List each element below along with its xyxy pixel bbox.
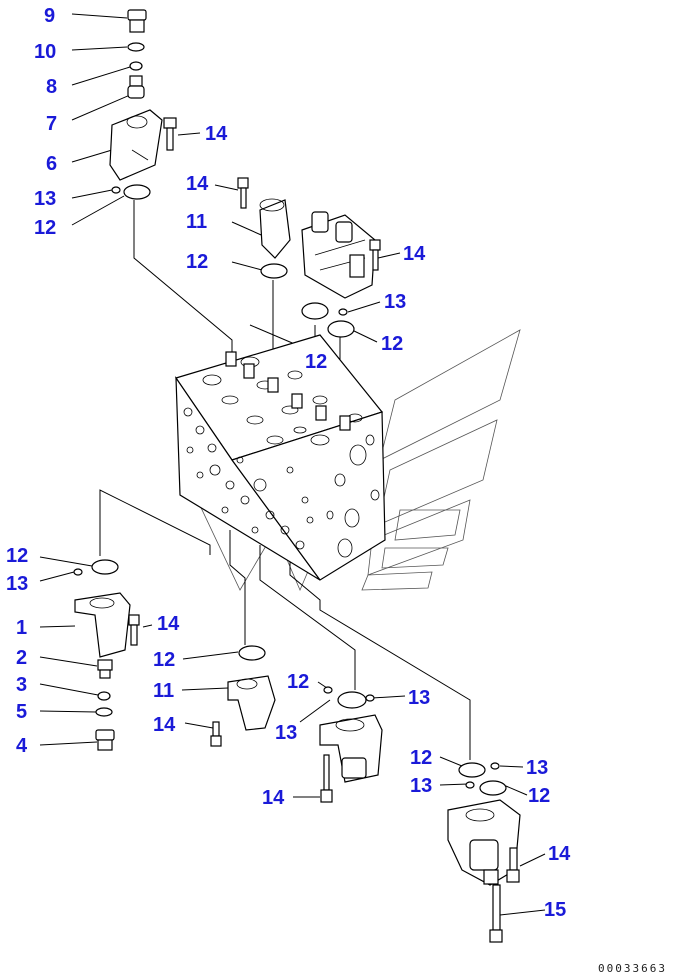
- bolt-14-left: [128, 614, 140, 646]
- bolt-14-middle: [237, 177, 249, 209]
- callout-labels: 9 10 8 7 14 6 13 12 14 11 12 14 13 12 12…: [6, 5, 571, 921]
- callout-14-bottom-right: 14: [548, 843, 571, 865]
- o-ring-13-left: [73, 568, 83, 576]
- callout-12-right-a: 12: [305, 351, 327, 373]
- plug-2: [97, 659, 113, 679]
- o-ring-12-bottom-b: [337, 691, 367, 709]
- solenoid-valve-assembly: [301, 211, 376, 299]
- o-ring-12-right-a: [301, 302, 329, 320]
- o-ring-13-bottom-a: [323, 686, 333, 694]
- callout-15: 15: [544, 899, 566, 921]
- cover-11-top: [259, 198, 291, 259]
- callout-14-left: 14: [157, 613, 180, 635]
- bolt-14-right: [369, 239, 381, 271]
- valve-7: [127, 75, 145, 99]
- callout-12-middle: 12: [186, 251, 208, 273]
- o-ring-13-bottom-b: [365, 694, 375, 702]
- o-ring-13-top: [111, 186, 121, 194]
- o-ring-12-right-b: [327, 320, 355, 338]
- o-ring-12-left: [91, 559, 119, 575]
- callout-14-middle: 14: [186, 173, 209, 195]
- callout-12-bottom-c: 12: [410, 747, 432, 769]
- callout-14-top: 14: [205, 123, 228, 145]
- ring-8: [129, 61, 143, 71]
- callout-12-top: 12: [34, 217, 56, 239]
- callout-10: 10: [34, 41, 56, 63]
- callout-9: 9: [44, 5, 55, 27]
- callout-7: 7: [46, 113, 57, 135]
- callout-1: 1: [16, 617, 27, 639]
- callout-13-top: 13: [34, 188, 56, 210]
- callout-13-right: 13: [384, 291, 406, 313]
- o-ring-10: [127, 42, 145, 52]
- callout-5: 5: [16, 701, 27, 723]
- callout-11-bottom: 11: [153, 680, 174, 702]
- pilot-valve-assembly: [447, 799, 521, 886]
- callout-11-top: 11: [186, 211, 207, 233]
- callout-8: 8: [46, 76, 57, 98]
- callout-4: 4: [16, 735, 28, 757]
- callout-12-bottom-b: 12: [287, 671, 309, 693]
- plug-4: [95, 729, 115, 751]
- callout-12-right-b: 12: [381, 333, 403, 355]
- bolt-14-bottom-middle: [320, 754, 333, 803]
- cover-1: [74, 592, 131, 658]
- bolt-14-bottom-right: [506, 847, 520, 883]
- o-ring-12-top: [123, 184, 151, 200]
- bolt-15: [489, 884, 503, 943]
- callout-2: 2: [16, 647, 27, 669]
- callout-14-bottom-left: 14: [153, 714, 176, 736]
- o-ring-5: [95, 707, 113, 717]
- control-valve-block: [175, 334, 386, 581]
- callout-3: 3: [16, 674, 27, 696]
- o-ring-13-bottom-c: [490, 762, 500, 770]
- ring-3: [97, 691, 111, 701]
- cover-11-bottom: [227, 675, 276, 731]
- plug-9: [127, 9, 147, 33]
- callout-14-right: 14: [403, 243, 426, 265]
- callout-13-bottom-b: 13: [408, 687, 430, 709]
- o-ring-12-bottom-c: [458, 762, 486, 778]
- callout-13-bottom-c: 13: [526, 757, 548, 779]
- cover-6: [109, 109, 163, 181]
- bolt-14-bottom-left: [210, 721, 222, 747]
- callout-12-bottom-d: 12: [528, 785, 550, 807]
- callout-12-bottom-a: 12: [153, 649, 175, 671]
- valve-body-bottom: [319, 714, 383, 783]
- callout-12-left: 12: [6, 545, 28, 567]
- bolt-14-top: [163, 117, 177, 151]
- callout-14-bottom-middle: 14: [262, 787, 285, 809]
- callout-13-bottom-a: 13: [275, 722, 297, 744]
- o-ring-12-bottom-a: [238, 645, 266, 661]
- callout-13-bottom-d: 13: [410, 775, 432, 797]
- callout-13-left: 13: [6, 573, 28, 595]
- document-number: 00033663: [598, 962, 667, 975]
- callout-6: 6: [46, 153, 57, 175]
- o-ring-13-bottom-d: [465, 781, 475, 789]
- o-ring-12-middle: [260, 263, 288, 279]
- o-ring-13-right: [338, 308, 348, 316]
- o-ring-12-bottom-d: [479, 780, 507, 796]
- leader-lines: [39, 13, 546, 916]
